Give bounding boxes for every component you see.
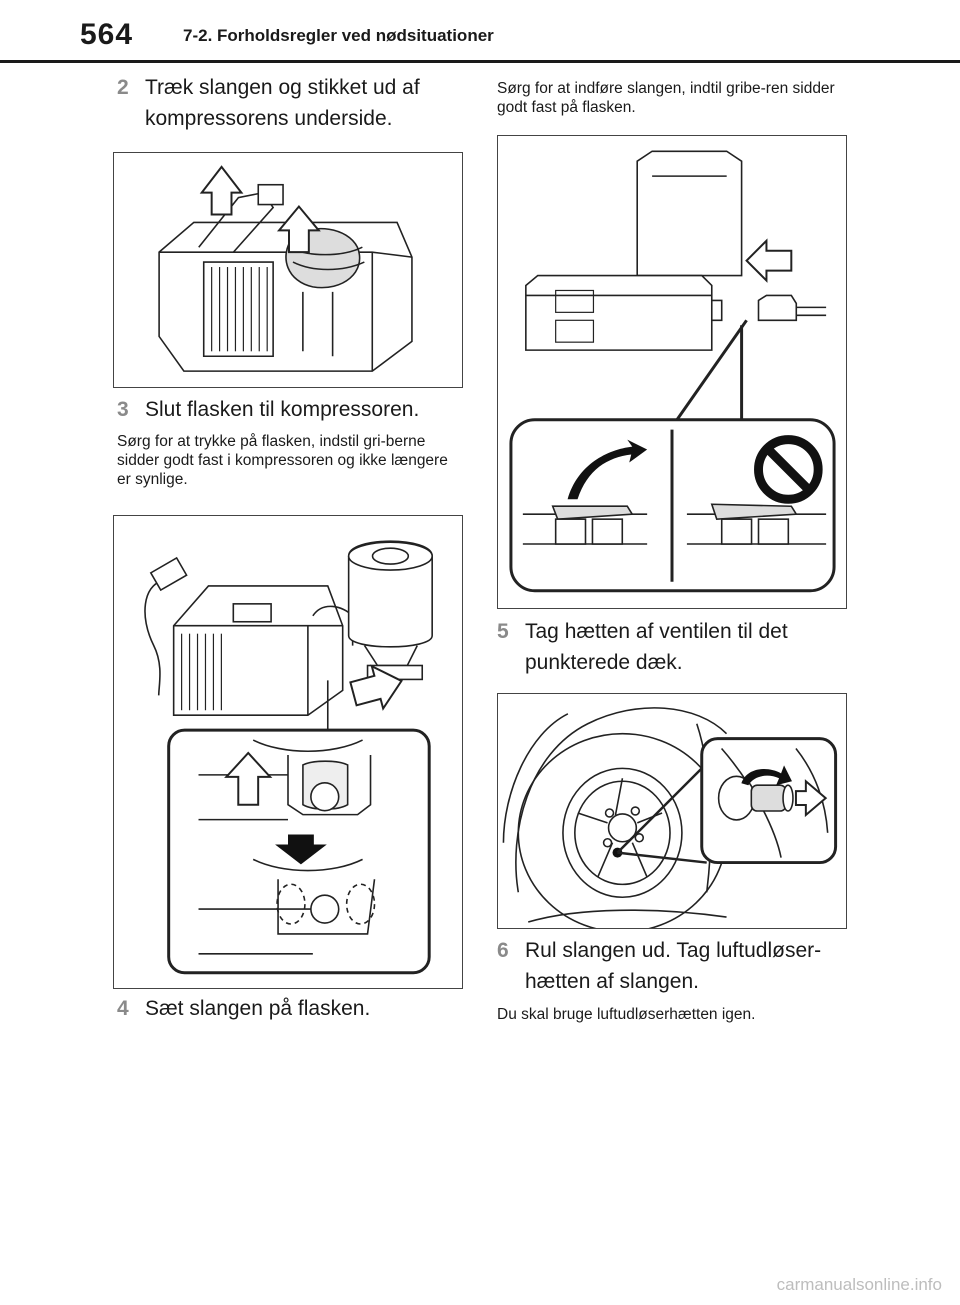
step-number: 3 [117, 398, 129, 421]
step-number: 2 [117, 76, 129, 99]
step-text: Tag hætten af ventilen til det punktered… [525, 620, 788, 674]
header-divider [0, 60, 960, 63]
arrow-up-icon [276, 204, 321, 254]
step-text: Slut flasken til kompressoren. [145, 398, 420, 421]
arrow-up-icon [224, 751, 273, 806]
step-3-note: Sørg for at trykke på flasken, indstil g… [117, 433, 448, 488]
arrow-right-icon [794, 779, 828, 818]
step-4-note: Sørg for at indføre slangen, indtil grib… [497, 80, 835, 116]
page-number: 564 [80, 18, 134, 51]
step-text: Træk slangen og stikket ud af kompressor… [145, 76, 420, 130]
step-text: Sæt slangen på flasken. [145, 997, 371, 1020]
step-number: 6 [497, 939, 509, 962]
figure-bottle-connect [113, 515, 463, 989]
step-2: 2 Træk slangen og stikket ud af kompress… [117, 72, 457, 134]
figure-compressor-underside [113, 152, 463, 388]
step-number: 4 [117, 997, 129, 1020]
step-5: 5 Tag hætten af ventilen til det punkter… [497, 616, 842, 678]
step-text: Rul slangen ud. Tag luftudløser-hætten a… [525, 939, 822, 993]
step-6: 6 Rul slangen ud. Tag luftudløser-hætten… [497, 935, 842, 997]
step-6-note: Du skal bruge luftudløserhætten igen. [497, 1006, 756, 1023]
watermark: carmanualsonline.info [776, 1275, 942, 1294]
step-3: 3 Slut flasken til kompressoren. [117, 394, 457, 425]
step-4: 4 Sæt slangen på flasken. [117, 993, 457, 1024]
valve-cap-illustration [502, 707, 838, 928]
compressor-underside-illustration [158, 165, 413, 372]
hose-attach-illustration [509, 150, 836, 593]
section-title: 7-2. Forholdsregler ved nødsituationer [183, 26, 494, 45]
figure-hose-attach [497, 135, 847, 609]
no-entry-icon [754, 435, 823, 504]
step-number: 5 [497, 620, 509, 643]
bottle-connect-illustration [144, 540, 433, 975]
figure-valve-cap [497, 693, 847, 929]
arrow-up-icon [199, 165, 244, 216]
page-header: 564 7-2. Forholdsregler ved nødsituation… [0, 0, 960, 63]
